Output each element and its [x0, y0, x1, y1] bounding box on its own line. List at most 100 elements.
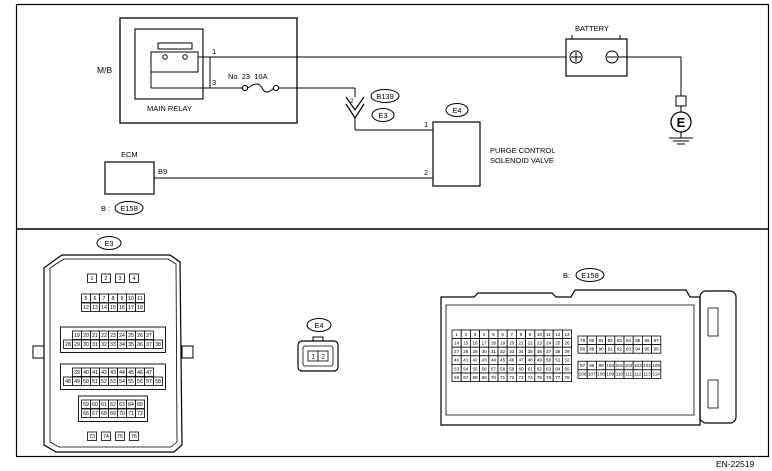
pin-number: 3	[474, 332, 477, 337]
pin-block-frame	[78, 395, 148, 422]
pin-number: 70	[119, 411, 125, 417]
pin-number: 23	[110, 333, 116, 339]
pin-number: 17	[482, 341, 488, 346]
pin-number: 33	[110, 342, 116, 348]
pin-number: 5	[492, 332, 495, 337]
pin-number: 27	[454, 349, 460, 354]
pin-number: 113	[643, 372, 651, 377]
pin-number: 62	[110, 402, 116, 408]
pin-number: 7	[511, 332, 514, 337]
pin-number: 112	[634, 372, 642, 377]
pin-number: 71	[500, 375, 506, 380]
pin-number: 8	[520, 332, 523, 337]
pin-number: 22	[101, 333, 107, 339]
pin-number: 15	[110, 305, 116, 311]
pin-number: 14	[454, 341, 460, 346]
pin-number: 40	[83, 370, 89, 376]
pin-number: 20	[83, 333, 89, 339]
pin-number: 48	[65, 379, 71, 385]
e158-connector-inner	[445, 304, 695, 416]
pin-number: 8	[112, 296, 115, 302]
pin-number: 72	[509, 375, 515, 380]
pin-number: 13	[564, 332, 570, 337]
pin-number: 82	[608, 338, 614, 343]
pin-number: 54	[119, 379, 125, 385]
pin-number: 43	[110, 370, 116, 376]
pin-number: 57	[491, 366, 497, 371]
pin-number: 63	[546, 366, 552, 371]
pin-number: 1	[455, 332, 458, 337]
e3-badge	[371, 108, 395, 122]
pin-cell	[101, 273, 111, 283]
pin-number: 62	[537, 366, 543, 371]
pin-number: 39	[564, 349, 570, 354]
pin-number: 47	[518, 358, 524, 363]
doc-code: EN-22519	[716, 459, 755, 469]
pin-number: 64	[128, 402, 134, 408]
pin-number: 61	[101, 402, 107, 408]
pin-number: 87	[654, 338, 660, 343]
pin-number: 12	[555, 332, 561, 337]
pin-number: 31	[491, 349, 497, 354]
pin-number: 75	[537, 375, 543, 380]
pin-number: 54	[463, 366, 469, 371]
relay-pin1-label: 1	[212, 47, 216, 56]
valve-label-1: PURGE CONTROL	[490, 146, 555, 155]
pin-number: 45	[500, 358, 506, 363]
pin-cell	[115, 273, 125, 283]
e3-title-badge	[96, 236, 122, 250]
pin-number: 36	[537, 349, 543, 354]
pin-number: 11	[546, 332, 551, 337]
pin-number: 103	[634, 363, 642, 368]
pin-number: 25	[555, 341, 561, 346]
pin-number: 4	[483, 332, 486, 337]
pin-number: 52	[564, 358, 570, 363]
pin-number: 19	[500, 341, 506, 346]
pin-number: 55	[472, 366, 478, 371]
pin-number: 3	[119, 276, 122, 282]
pin-number: 59	[83, 402, 89, 408]
pin-number: 11	[137, 296, 142, 302]
pin-number: 37	[146, 342, 152, 348]
pin-number: 49	[74, 379, 80, 385]
pin-number: 28	[463, 349, 469, 354]
pin-number: 6	[501, 332, 504, 337]
pin-number: 43	[482, 358, 488, 363]
e158-side-housing	[699, 290, 737, 424]
relay-terminal-a	[162, 54, 168, 60]
pin-number: 4	[133, 276, 136, 282]
pin-number: 74	[103, 434, 109, 440]
ecm-conn-prefix: B :	[101, 204, 110, 213]
pin-number: 30	[482, 349, 488, 354]
pin-number: 29	[472, 349, 478, 354]
pin-number: 51	[92, 379, 98, 385]
pin-number: 42	[101, 370, 107, 376]
pin-number: 15	[463, 341, 469, 346]
pin-number: 83	[617, 338, 623, 343]
fuse-terminal-left	[241, 84, 249, 92]
pin-number: 65	[137, 402, 143, 408]
pin-number: 31	[92, 342, 98, 348]
e4-label: E4	[452, 106, 461, 115]
pin-number: 79	[580, 338, 586, 343]
pin-number: 68	[472, 375, 478, 380]
valve-pin1-label: 1	[424, 120, 428, 129]
pin-cell	[651, 369, 662, 379]
pin-number: 84	[626, 338, 632, 343]
pin-number: 16	[472, 341, 478, 346]
pin-number: 34	[518, 349, 524, 354]
pin-number: 85	[635, 338, 641, 343]
pin-number: 110	[616, 372, 624, 377]
pin-number: 77	[555, 375, 561, 380]
pin-number: 52	[101, 379, 107, 385]
e158-side-rib1	[707, 307, 719, 337]
pin-number: 35	[528, 349, 534, 354]
pin-number: 46	[137, 370, 143, 376]
pin-number: 78	[564, 375, 570, 380]
pin-cell	[153, 339, 163, 349]
pin-number: 16	[119, 305, 125, 311]
pin-cell	[135, 293, 145, 303]
pin-number: 38	[155, 342, 161, 348]
